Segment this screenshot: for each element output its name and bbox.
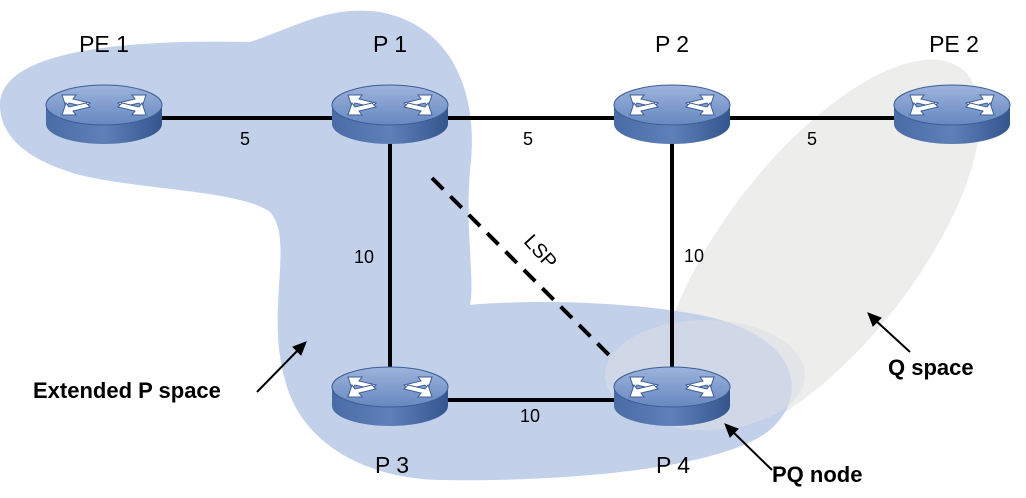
q-space-label: Q space <box>888 355 974 380</box>
node-label-p1: P 1 <box>373 31 407 57</box>
pq-node-label: PQ node <box>772 462 862 487</box>
node-label-p4: P 4 <box>656 452 690 478</box>
router-pe1-icon <box>45 84 163 145</box>
node-label-pe2: PE 2 <box>929 31 979 57</box>
cost-label-p1-p3: 10 <box>354 247 374 267</box>
cost-label-pe1-p1: 5 <box>240 129 250 149</box>
node-label-p2: P 2 <box>655 31 689 57</box>
extended-p-space-arrow <box>256 347 301 393</box>
lsp-path <box>430 176 612 358</box>
router-p3-icon <box>331 366 449 427</box>
extended-p-space-arrowhead <box>292 341 307 356</box>
router-p2-icon <box>613 84 731 145</box>
cost-label-p2-pe2: 5 <box>807 129 817 149</box>
router-p1-icon <box>331 84 449 145</box>
cost-label-p3-p4: 10 <box>520 406 540 426</box>
cost-label-p2-p4: 10 <box>684 246 704 266</box>
router-pe2-icon <box>893 84 1011 145</box>
q-space-arrow <box>873 318 911 353</box>
pq-node-arrow <box>730 429 773 471</box>
pq-node-arrowhead <box>724 423 739 438</box>
extended-p-space-label: Extended P space <box>33 378 221 403</box>
router-p4-icon <box>613 366 731 427</box>
cost-label-p1-p2: 5 <box>523 129 533 149</box>
lsp-label: LSP <box>519 231 561 274</box>
node-label-pe1: PE 1 <box>79 31 129 57</box>
q-space-arrowhead <box>867 312 882 327</box>
node-label-p3: P 3 <box>375 452 409 478</box>
